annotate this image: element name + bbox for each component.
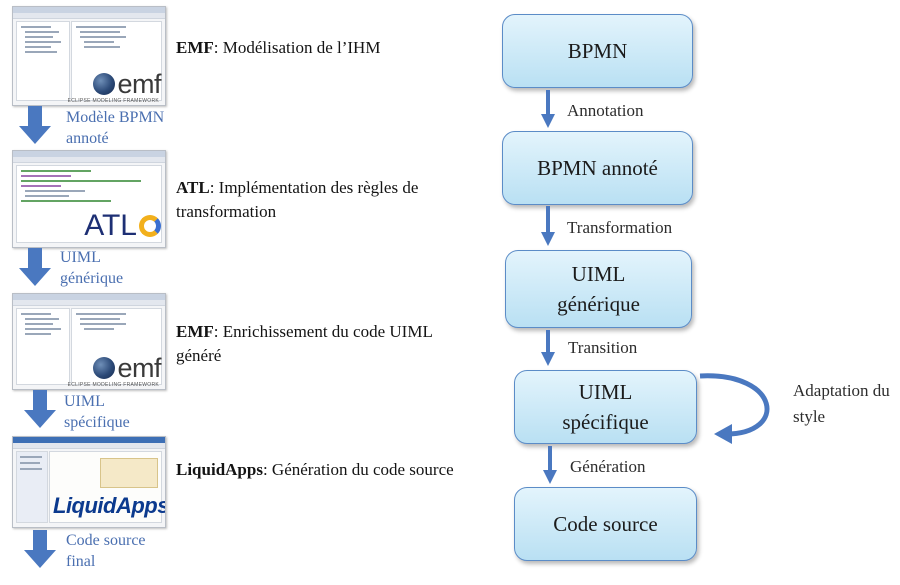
- artifact-label-bpmn-annote: Modèle BPMN annoté: [66, 109, 165, 147]
- artifact-label-uiml-generique: UIML générique: [60, 249, 124, 287]
- edge-label-generation: Génération: [570, 457, 646, 476]
- step-description-liquidapps: LiquidApps: Génération du code source: [176, 460, 454, 479]
- emf-screenshot-2: emf ECLIPSE MODELING FRAMEWORK: [12, 293, 166, 390]
- down-arrow-icon: [19, 248, 51, 286]
- atl-ring-icon: [139, 215, 161, 237]
- emf-logo: emf: [93, 69, 161, 99]
- flow-arrow-generation: [543, 446, 557, 484]
- node-uiml-specifique: UIML spécifique: [514, 370, 697, 444]
- flow-arrow-transformation: [541, 206, 555, 246]
- emf-logo: emf: [93, 353, 161, 383]
- liquidapps-logo: LiquidApps: [53, 493, 166, 518]
- node-uiml-generique: UIML générique: [505, 250, 692, 328]
- edge-label-annotation: Annotation: [567, 101, 644, 120]
- loop-arrow-adaptation: [699, 373, 770, 444]
- flow-arrow-annotation: [541, 90, 555, 128]
- down-arrow-icon: [24, 530, 56, 568]
- atl-screenshot: ATL: [12, 150, 166, 248]
- edge-label-transformation: Transformation: [567, 218, 673, 237]
- down-arrow-icon: [24, 390, 56, 428]
- atl-logo: ATL: [84, 209, 161, 243]
- node-code-source: Code source: [514, 487, 697, 561]
- liquidapps-screenshot: LiquidApps: [12, 436, 166, 528]
- edge-label-transition: Transition: [568, 338, 638, 357]
- emf-screenshot-1: emf ECLIPSE MODELING FRAMEWORK: [12, 6, 166, 106]
- flow-arrow-transition: [541, 330, 555, 366]
- artifact-label-code-source-final: Code source final: [66, 532, 146, 570]
- artifact-label-uiml-specifique: UIML spécifique: [64, 393, 130, 431]
- eclipse-globe-icon: [93, 73, 116, 95]
- step-description-emf-enrichissement: EMF: Enrichissement du code UIML généré: [176, 322, 433, 365]
- step-description-emf-modelisation: EMF: Modélisation de l’IHM: [176, 38, 381, 57]
- step-description-atl: ATL: Implémentation des règles de transf…: [176, 178, 419, 221]
- down-arrow-icon: [19, 106, 51, 144]
- node-bpmn: BPMN: [502, 14, 693, 88]
- node-bpmn-annote: BPMN annoté: [502, 131, 693, 205]
- eclipse-globe-icon: [93, 357, 116, 379]
- loop-label-adaptation-du-style: Adaptation du style: [793, 381, 890, 426]
